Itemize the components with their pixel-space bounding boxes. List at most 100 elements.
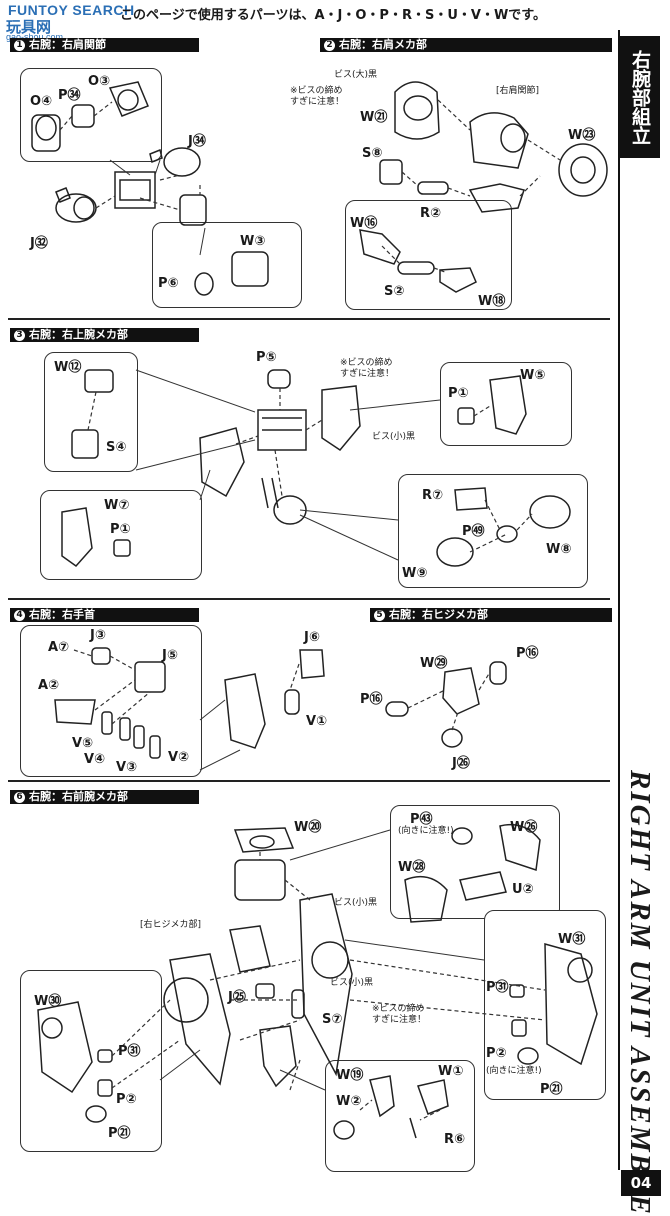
part-drawing — [255, 983, 275, 999]
part-drawing — [299, 649, 325, 679]
part-drawing — [97, 1049, 113, 1063]
part-label: W㉘ — [398, 860, 426, 875]
part-drawing — [234, 859, 286, 901]
part-label: W⑲ — [336, 1068, 364, 1083]
page-number: 04 — [621, 1170, 661, 1196]
part-label: V③ — [116, 760, 138, 775]
screw-small-note: ビス(小)黒 — [330, 978, 374, 988]
part-label: W⑯ — [350, 216, 378, 231]
part-drawing — [500, 123, 526, 153]
part-drawing — [451, 827, 473, 845]
part-drawing — [333, 1120, 355, 1140]
part-drawing — [441, 728, 463, 748]
part-label: U② — [512, 882, 534, 897]
detail-box — [44, 352, 138, 472]
part-label: W⑫ — [54, 360, 82, 375]
part-drawing — [35, 115, 57, 141]
watermark-logo: 玩具网 — [6, 19, 52, 36]
part-label: W② — [336, 1094, 362, 1109]
part-drawing — [37, 1001, 93, 1094]
part-label: P⑤ — [256, 350, 277, 365]
orientation-note: (向きに注意!) — [398, 826, 454, 836]
screw-large-note: ビス(大)黒 — [334, 70, 378, 80]
part-drawing — [397, 261, 435, 275]
part-drawing — [359, 229, 401, 265]
part-label: P② — [486, 1046, 507, 1061]
part-label: P⑥ — [158, 276, 179, 291]
part-drawing — [114, 171, 156, 209]
part-label: W㉛ — [558, 932, 586, 947]
part-label: R⑦ — [422, 488, 444, 503]
sidebar-title: 右腕部組立 — [620, 36, 660, 158]
part-label: V② — [168, 750, 190, 765]
part-drawing — [261, 477, 279, 509]
part-drawing — [133, 725, 145, 749]
part-label: J⑤ — [162, 648, 178, 663]
part-drawing — [224, 673, 266, 749]
part-drawing — [291, 989, 305, 1019]
part-drawing — [179, 194, 207, 226]
part-drawing — [404, 875, 448, 923]
detail-box — [40, 490, 202, 580]
part-drawing — [169, 953, 231, 1086]
part-drawing — [31, 114, 61, 152]
detail-box — [398, 474, 588, 588]
part-drawing — [321, 385, 361, 451]
part-drawing — [108, 81, 149, 117]
part-drawing — [117, 89, 139, 111]
callout-line — [135, 369, 441, 561]
part-label: W⑨ — [402, 566, 428, 581]
screw-small-note: ビス(小)黒 — [372, 432, 416, 442]
part-label: W① — [438, 1064, 464, 1079]
part-label: S⑦ — [322, 1012, 343, 1027]
part-label: J㉞ — [188, 134, 206, 149]
part-label: R② — [420, 206, 442, 221]
part-label: J㉖ — [452, 756, 470, 771]
part-label: P⑯ — [360, 692, 383, 707]
part-label: W③ — [240, 234, 266, 249]
part-drawing — [71, 104, 95, 128]
screw-warning-note: ※ビスの締め すぎに注意！ — [290, 86, 345, 107]
detail-box — [152, 222, 302, 308]
part-label: W⑧ — [546, 542, 572, 557]
assembly-guide — [73, 649, 300, 725]
part-drawing — [267, 369, 291, 389]
part-label: P㉛ — [486, 980, 509, 995]
part-label: W㉚ — [34, 994, 62, 1009]
part-label: S④ — [106, 440, 127, 455]
part-drawing — [259, 1025, 297, 1088]
part-drawing — [54, 699, 96, 725]
page-header: このページで使用するパーツは、A・J・O・P・R・S・U・V・Wです。 — [120, 8, 546, 23]
sidebar-rule — [618, 30, 620, 1170]
orientation-note: (向きに注意!) — [486, 1066, 542, 1076]
screw-warning-note: ※ビスの締め すぎに注意！ — [372, 1004, 427, 1025]
part-drawing — [257, 409, 307, 451]
part-drawing — [417, 181, 449, 195]
part-drawing — [55, 193, 97, 223]
part-drawing — [311, 941, 349, 979]
section-divider — [8, 598, 610, 600]
assembly-guide — [381, 99, 561, 273]
detail-box — [20, 625, 202, 777]
part-drawing — [284, 689, 300, 715]
part-drawing — [91, 647, 111, 665]
part-drawing — [149, 148, 163, 164]
part-drawing — [119, 717, 131, 741]
part-label: J③ — [90, 628, 106, 643]
part-drawing — [442, 667, 480, 715]
part-drawing — [511, 1019, 527, 1037]
part-label: W⑦ — [104, 498, 130, 513]
part-drawing — [84, 369, 114, 393]
part-label: A② — [38, 678, 60, 693]
part-label: O④ — [30, 94, 53, 109]
detail-box — [440, 362, 572, 446]
part-label: V① — [306, 714, 328, 729]
part-drawing — [409, 1117, 417, 1139]
detail-box — [484, 910, 606, 1100]
part-drawing — [496, 525, 518, 543]
part-drawing — [61, 507, 93, 568]
part-drawing — [454, 487, 488, 511]
